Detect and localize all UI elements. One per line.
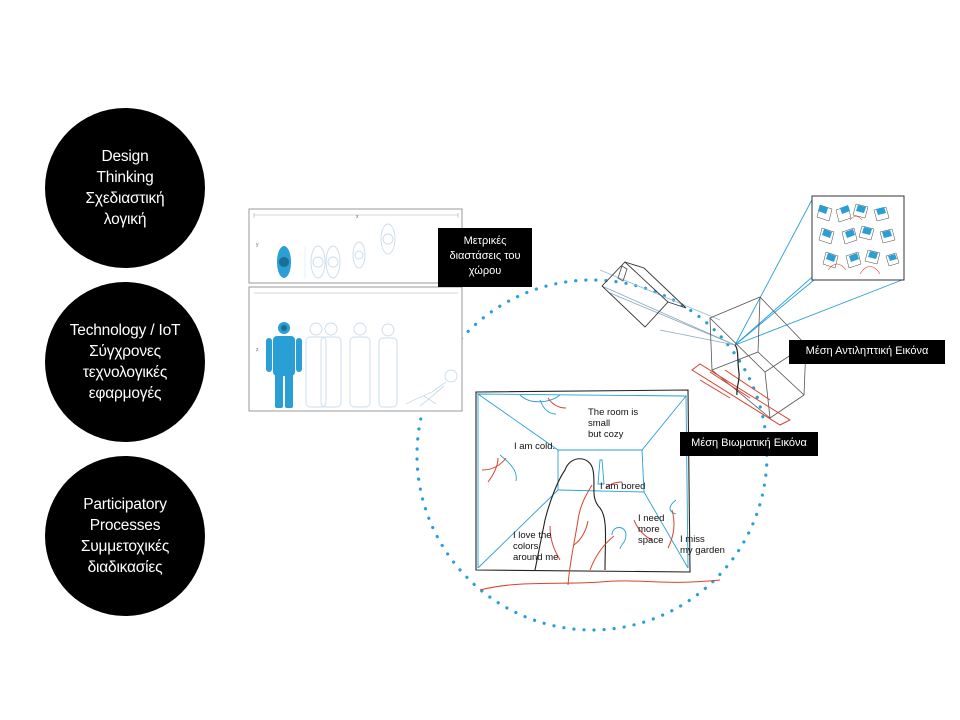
elevation-z-mark: z	[256, 347, 259, 353]
note-room: The room is small but cozy	[588, 407, 638, 440]
note-space-line-1: I need	[638, 513, 665, 524]
technology-line-4: εφαρμογές	[88, 385, 162, 402]
note-garden-line-2: my garden	[680, 545, 725, 556]
plan-metric-panel: x y	[248, 208, 463, 284]
experiential-image-label: Μέση Βιωματική Εικόνα	[680, 432, 818, 456]
metrics-label-line-2: διαστάσεις του	[449, 250, 521, 262]
perspective-sketch	[601, 195, 905, 426]
blue-person-figure	[266, 322, 302, 408]
note-space: I need more space	[638, 513, 664, 546]
perceptual-image-label: Μέση Αντιληπτική Εικόνα	[789, 340, 945, 364]
participatory-line-1: Participatory	[83, 496, 167, 513]
design-thinking-line-2: Thinking	[96, 169, 154, 186]
metrics-label: Μετρικές διαστάσεις του χώρου	[438, 228, 532, 287]
red-root-lines	[479, 397, 721, 591]
note-space-line-3: space	[638, 535, 664, 546]
note-colors-line-1: I love the	[513, 530, 552, 541]
design-thinking-line-3: Σχεδιαστική	[85, 190, 165, 207]
design-thinking-line-1: Design	[101, 148, 149, 165]
metrics-label-line-3: χώρου	[468, 265, 502, 277]
technology-iot-circle: Technology / IoT Σύγχρονες τεχνολογικές …	[45, 282, 205, 442]
experiential-room-sketch	[474, 389, 721, 591]
note-room-line-3: but cozy	[588, 429, 624, 440]
note-bored: I am bored	[600, 481, 646, 492]
technology-line-3: τεχνολογικές	[82, 364, 168, 381]
technology-line-1: Technology / IoT	[69, 322, 181, 339]
note-colors: I love the colors around me	[513, 530, 558, 563]
plan-y-mark: y	[256, 242, 259, 248]
plan-x-mark: x	[356, 214, 359, 220]
participatory-line-4: διαδικασίες	[87, 559, 163, 576]
note-garden-line-1: I miss	[680, 534, 705, 545]
design-thinking-circle: Design Thinking Σχεδιαστική λογική	[45, 108, 205, 268]
elevation-metric-panel: z	[248, 286, 463, 412]
participatory-line-3: Συμμετοχικές	[80, 538, 170, 555]
note-space-line-2: more	[638, 524, 660, 535]
participatory-processes-circle: Participatory Processes Συμμετοχικές δια…	[45, 456, 205, 616]
note-room-line-2: small	[588, 418, 611, 429]
participatory-line-2: Processes	[89, 517, 161, 534]
design-thinking-line-4: λογική	[103, 211, 147, 228]
note-colors-line-3: around me	[513, 552, 559, 563]
note-cold: I am cold.	[514, 441, 556, 452]
metrics-label-line-1: Μετρικές	[463, 235, 507, 247]
note-garden: I miss my garden	[680, 534, 725, 556]
technology-line-2: Σύγχρονες	[89, 343, 161, 360]
note-colors-line-2: colors	[513, 541, 539, 552]
note-room-line-1: The room is	[588, 407, 639, 418]
